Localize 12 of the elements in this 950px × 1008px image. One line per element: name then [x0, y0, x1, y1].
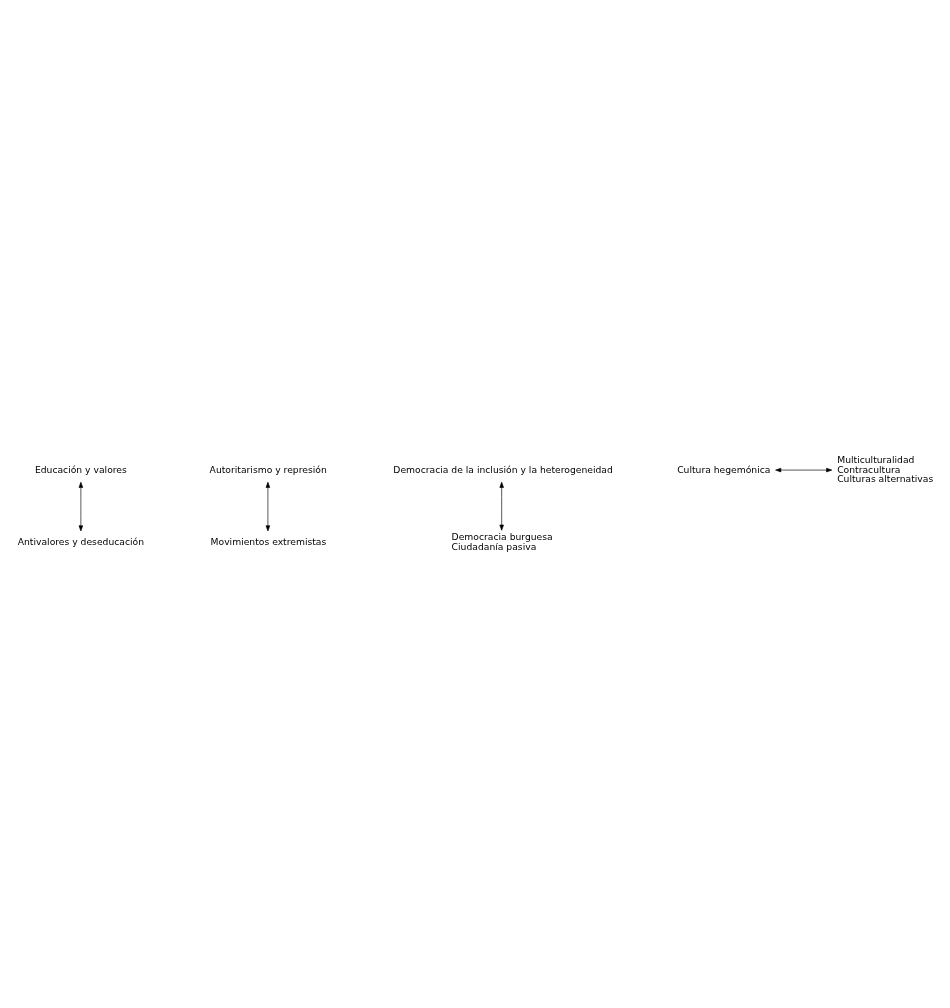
node-text: Multiculturalidad Contracultura Culturas alternativas [836, 453, 933, 485]
arrow [774, 467, 832, 473]
arrow [78, 481, 83, 532]
node-text: Antivalores y deseducación [17, 536, 144, 548]
node-text: Democracia de la inclusión y la heterogeneidad [392, 463, 613, 475]
arrow [265, 481, 270, 532]
arrow [499, 481, 504, 531]
node-text: Movimientos extremistas [210, 536, 326, 548]
node-text: Cultura hegemónica [676, 463, 770, 475]
node-text: Democracia burguesa Ciudadanía pasiva [451, 531, 553, 553]
node-text: Educación y valores [34, 463, 127, 475]
node-text: Autoritarismo y represión [209, 463, 327, 475]
